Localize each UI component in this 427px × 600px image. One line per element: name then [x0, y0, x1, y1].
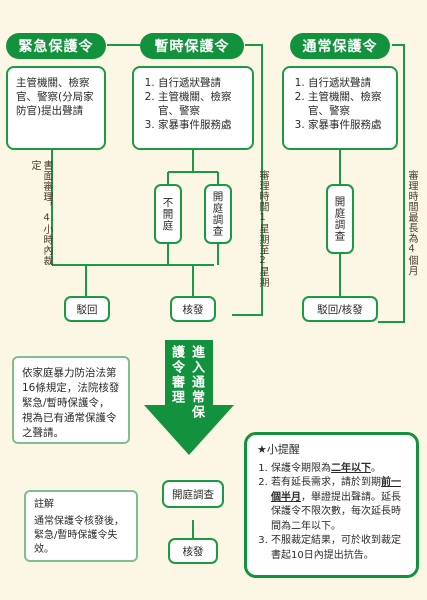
regular-hearing-box: 開庭調查: [326, 184, 354, 254]
regular-applicant-item: 家暴事件服務處: [308, 118, 388, 132]
arrow-text-col1: 進入通常保: [189, 345, 204, 420]
reminder-item: 保護令期限為二年以下。: [271, 462, 406, 477]
down-arrow: [144, 340, 234, 455]
emergency-order-header: 緊急保護令: [6, 33, 106, 59]
no-hearing-box: 不開庭: [154, 184, 182, 244]
regular-applicant-card: 自行遞狀聲請 主管機關、檢察官、警察 家暴事件服務處: [282, 66, 398, 150]
temporary-review-time-note: 審理時間1星期至2星期: [257, 170, 268, 288]
emergency-applicant-text: 主管機關、檢察官、警察(分局家防官)提出聲請: [16, 77, 94, 117]
regular-applicant-item: 主管機關、檢察官、警察: [308, 90, 388, 118]
footnote-text: 通常保護令核發後，緊急/暫時保護令失效。: [34, 516, 124, 555]
temporary-applicant-item: 家暴事件服務處: [158, 118, 244, 132]
footnote-title: 註解: [34, 499, 54, 510]
written-review-note: 書面審理，4小時內裁定: [29, 160, 52, 266]
regular-review-time-note: 審理時間最長為4個月: [406, 170, 417, 276]
temporary-hearing-box: 開庭調查: [204, 184, 232, 244]
reminder-title: ★小提醒: [257, 443, 300, 456]
temporary-order-header: 暫時保護令: [140, 33, 244, 59]
bottom-issue-box: 核發: [168, 538, 218, 564]
reminder-box: ★小提醒 保護令期限為二年以下。 若有延長需求，請於到期前一個半月，舉證提出聲請…: [244, 432, 419, 578]
footnote-box: 註解 通常保護令核發後，緊急/暫時保護令失效。: [24, 490, 138, 562]
temporary-applicant-item: 自行遞狀聲請: [158, 76, 244, 90]
dismiss-or-issue-box: 駁回/核發: [302, 296, 378, 322]
bottom-hearing-box: 開庭調查: [162, 480, 224, 508]
temporary-applicant-item: 主管機關、檢察官、警察: [158, 90, 244, 118]
regular-applicant-item: 自行遞狀聲請: [308, 76, 388, 90]
reminder-item: 不服裁定結果，可於收到裁定書起10日內提出抗告。: [271, 534, 406, 563]
emergency-applicant-card: 主管機關、檢察官、警察(分局家防官)提出聲請: [6, 66, 106, 150]
arrow-text-col2: 護令審理: [169, 345, 184, 405]
regular-order-header: 通常保護令: [290, 33, 390, 59]
law-article-note: 依家庭暴力防治法第16條規定，法院核發緊急/暫時保護令，視為已有通常保護令之聲請…: [12, 356, 130, 444]
reminder-item: 若有延長需求，請於到期前一個半月，舉證提出聲請。延長保護令不限次數，每次延長時間…: [271, 476, 406, 534]
issue-box: 核發: [170, 296, 216, 322]
temporary-applicant-card: 自行遞狀聲請 主管機關、檢察官、警察 家暴事件服務處: [132, 66, 254, 150]
dismiss-box: 駁回: [64, 296, 110, 322]
